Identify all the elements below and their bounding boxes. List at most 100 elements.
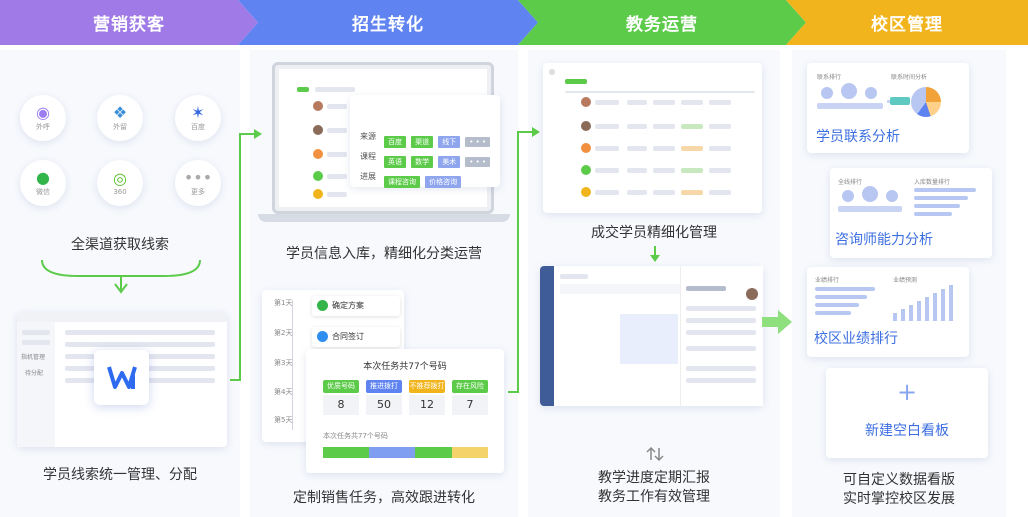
caption-progress-report: 教学进度定期汇报 <box>598 470 710 486</box>
timeline-day: 第2天 <box>274 329 293 337</box>
stage-academic: 教务运营 <box>518 0 806 45</box>
menu-lead-manage[interactable]: 指机管理 <box>21 354 46 361</box>
tag-baidu[interactable]: 百度 <box>384 136 406 148</box>
app-logo <box>94 350 149 405</box>
360-icon: ◎ <box>113 169 127 188</box>
stage-title: 教务运营 <box>626 15 698 35</box>
card-label: 联系时间分析 <box>891 74 928 81</box>
channel-label: 外留 <box>113 123 127 131</box>
tag-price-consult[interactable]: 价格咨询 <box>425 176 462 188</box>
event-plan: 确定方案 <box>312 296 400 316</box>
filter-label-course: 课程 <box>360 152 376 161</box>
timeline-day: 第5天 <box>274 416 293 424</box>
event-label: 合同签订 <box>332 332 364 341</box>
swap-arrows-icon <box>646 446 664 462</box>
card-title: 新建空白看板 <box>865 423 949 439</box>
stage-title: 招生转化 <box>352 15 424 35</box>
bucket-label: 不推荐拨打 <box>409 380 445 393</box>
bucket-value: 50 <box>366 395 402 415</box>
channel-voice-call: ◉ 外呼 <box>20 95 66 141</box>
card-title: 咨询师能力分析 <box>835 232 933 248</box>
tag-art[interactable]: 美术 <box>438 156 461 168</box>
student-detail-panel <box>540 266 763 406</box>
logo-icon <box>106 365 137 389</box>
tag-more[interactable]: • • • <box>465 157 491 167</box>
filter-panel: 来源 百度 渠道 线下 • • • 课程 英语 数学 美术 • • • 进展 课… <box>350 95 500 188</box>
forecast-bars <box>893 285 957 321</box>
bucket-label: 存在风险 <box>452 380 488 393</box>
event-label: 确定方案 <box>332 301 364 310</box>
voice-call-icon: ◉ <box>36 103 50 122</box>
card-title: 校区业绩排行 <box>814 331 898 347</box>
stage-title: 校区管理 <box>871 15 943 35</box>
student-list-panel <box>543 63 762 213</box>
caption-academic-work: 教务工作有效管理 <box>598 489 710 505</box>
card-label: 入库数量排行 <box>914 179 951 186</box>
stage-campus: 校区管理 <box>786 0 1028 45</box>
merge-arrow-icon <box>41 259 201 294</box>
plus-icon[interactable]: + <box>896 378 918 406</box>
event-contract: 合同签订 <box>312 327 400 347</box>
contact-analysis-card: 联系排行 联系时间分析 学员联系分析 <box>807 63 969 153</box>
performance-ranking-card: 业绩排行 业绩预测 校区业绩排行 <box>807 267 969 357</box>
wechat-icon: ● <box>36 168 50 187</box>
filter-label-source: 来源 <box>360 132 376 141</box>
qq-icon <box>317 331 328 342</box>
bucket-value: 12 <box>409 395 445 415</box>
caption-realtime-control: 实时掌控校区发展 <box>843 491 955 507</box>
caption-student-info: 学员信息入库，精细化分类运营 <box>286 246 482 262</box>
stage-marketing: 营销获客 <box>0 0 258 45</box>
card-label: 全线排行 <box>838 179 863 186</box>
caption-custom-dashboard: 可自定义数据看版 <box>843 472 955 488</box>
channel-label: 百度 <box>191 123 205 131</box>
filter-label-progress: 进展 <box>360 172 376 181</box>
outbound-icon: ❖ <box>112 103 128 122</box>
task-subtitle: 本次任务共77个号码 <box>323 432 388 440</box>
timeline-day: 第1天 <box>274 299 293 307</box>
channel-label: 360 <box>113 188 127 196</box>
task-title: 本次任务共77个号码 <box>363 362 447 372</box>
channel-360: ◎ 360 <box>97 160 143 206</box>
caption-lead-management: 学员线索统一管理、分配 <box>43 467 197 483</box>
big-arrow-icon <box>762 310 792 334</box>
tag-course-consult[interactable]: 课程咨询 <box>384 176 420 188</box>
channel-outbound: ❖ 外留 <box>97 95 143 141</box>
tag-math[interactable]: 数学 <box>411 156 434 168</box>
tag-channel[interactable]: 渠道 <box>411 136 434 148</box>
stage-conversion: 招生转化 <box>238 0 538 45</box>
pie-icon <box>911 87 941 117</box>
stage-title: 营销获客 <box>93 15 165 35</box>
menu-unassigned[interactable]: 待分配 <box>25 370 44 377</box>
timeline-day: 第4天 <box>274 388 293 396</box>
timeline-day: 第3天 <box>274 359 293 367</box>
new-dashboard-card[interactable]: + 新建空白看板 <box>826 368 988 458</box>
tag-more[interactable]: • • • <box>465 137 491 147</box>
card-label: 业绩排行 <box>815 277 840 284</box>
baidu-icon: ✶ <box>191 103 205 122</box>
channel-label: 外呼 <box>36 123 50 131</box>
tag-english[interactable]: 英语 <box>384 156 406 168</box>
bucket-label: 优质号码 <box>323 380 359 393</box>
channel-label: 更多 <box>191 188 205 196</box>
caption-sales-task: 定制销售任务，高效跟进转化 <box>293 490 475 506</box>
task-progress-bar <box>323 447 488 458</box>
flow-arrow-icon <box>508 127 540 393</box>
caption-all-channels: 全渠道获取线索 <box>71 237 169 253</box>
bucket-value: 7 <box>452 395 488 415</box>
lead-management-panel: 指机管理 待分配 <box>17 312 227 447</box>
laptop-base <box>258 214 510 222</box>
bucket-value: 8 <box>323 395 359 415</box>
channel-label: 微信 <box>36 188 50 196</box>
more-icon: ••• <box>183 168 213 187</box>
channel-more: ••• 更多 <box>175 160 221 206</box>
sales-task-card: 本次任务共77个号码 优质号码 推进拨打 不推荐拨打 存在风险 8 50 12 … <box>306 349 504 473</box>
card-label: 联系排行 <box>817 74 842 81</box>
card-title: 学员联系分析 <box>816 129 900 145</box>
flow-arrow-icon <box>230 129 262 381</box>
bucket-label: 推进拨打 <box>366 380 402 393</box>
down-arrow-icon <box>650 246 660 262</box>
tag-offline[interactable]: 线下 <box>438 136 461 148</box>
caption-student-management: 成交学员精细化管理 <box>591 225 717 241</box>
wechat-icon <box>317 300 328 311</box>
counselor-analysis-card: 全线排行 入库数量排行 咨询师能力分析 <box>830 168 992 258</box>
